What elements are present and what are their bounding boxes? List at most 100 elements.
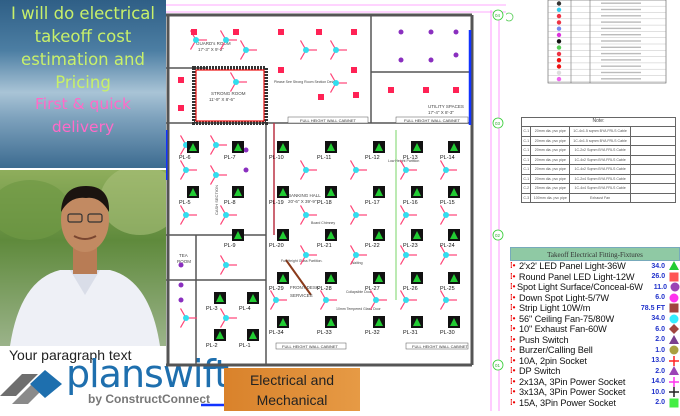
takeoff-item-qty: 26.0 <box>651 273 666 281</box>
ceiling-fan-icon <box>369 290 387 310</box>
plus-symbol-icon <box>668 376 680 387</box>
plan-note: Collapsible Door <box>346 290 373 294</box>
cabinet-label: FULL HEIGHT WALL CABINET <box>300 118 356 123</box>
takeoff-item-name: Strip Light 10W/m <box>519 303 591 314</box>
takeoff-item-name: Push Switch <box>519 334 569 345</box>
cabinet-label: FULL HEIGHT WALL CABINET <box>404 118 460 123</box>
row-marker-icon: ⁞• <box>510 355 516 365</box>
spot-light-icon <box>243 147 249 153</box>
ceiling-fan-icon <box>439 205 457 225</box>
panel-light-marker: PL-8 <box>224 186 244 206</box>
note-cell-empty <box>630 154 676 165</box>
ceiling-fan-icon <box>349 245 367 265</box>
plus-symbol-icon <box>668 387 680 398</box>
ceiling-fan-icon <box>179 308 197 328</box>
planswift-logo-icon <box>0 370 62 404</box>
panel-light-marker: PL-20 <box>269 229 289 249</box>
note-cell: 1C-2x2 Sqmm BYA FRLS Cable <box>569 145 631 156</box>
panel-light-label: PL-34 <box>269 330 284 336</box>
panel-light-label: PL-6 <box>179 155 191 161</box>
round-panel-light-icon <box>278 67 284 73</box>
note-cell: 20mm dia. pvc pipe <box>530 126 571 137</box>
ceiling-fan-icon <box>349 205 367 225</box>
panel-light-label: PL-24 <box>440 243 455 249</box>
ceiling-fan-icon <box>219 308 237 328</box>
spot-light-icon <box>453 29 459 35</box>
seller-photo <box>0 170 166 346</box>
round-panel-light-icon <box>423 87 429 93</box>
headline: I will do electrical takeoff cost estima… <box>0 2 166 94</box>
ceiling-fan-icon <box>299 205 317 225</box>
ceiling-fan-icon <box>439 290 457 310</box>
square-symbol-icon <box>668 272 680 282</box>
spot-light-icon <box>178 262 184 268</box>
note-cell: 1C-4x4 Sqmm BYA FRLS Cable <box>569 183 631 194</box>
legend-symbol-icon <box>556 39 562 44</box>
panel-light-label: PL-7 <box>224 155 236 161</box>
note-cell: 1C-4x2 Sqmm BYA FRLS Cable <box>569 154 631 165</box>
legend-panel <box>504 0 680 411</box>
legend-symbol-icon <box>556 7 562 12</box>
row-marker-icon: ⁞• <box>510 313 516 323</box>
legend-symbol-icon <box>556 20 562 25</box>
note-cell: C-1 <box>520 135 532 146</box>
row-marker-icon: ⁞• <box>510 324 516 334</box>
note-cell-empty <box>630 183 676 194</box>
round-panel-light-icon <box>191 29 197 35</box>
panel-light-label: PL-8 <box>224 200 236 206</box>
ceiling-fan-icon <box>229 72 247 92</box>
badge-line: Electrical and <box>249 372 335 388</box>
panel-light-marker: PL-14 <box>440 141 460 161</box>
takeoff-item-name: 10" Exhaust Fan-60W <box>519 324 607 335</box>
plan-note: 10mm Tempered Glass Door <box>336 307 382 311</box>
panel-light-marker: PL-16 <box>403 186 423 206</box>
panel-light-marker: PL-31 <box>403 316 423 336</box>
panel-light-label: PL-25 <box>440 286 455 292</box>
headline-line: estimation and <box>21 50 145 69</box>
room-label: BANKING HALL <box>288 193 321 198</box>
takeoff-item-qty: 14.0 <box>651 378 665 386</box>
panel-light-marker: PL-10 <box>269 141 289 161</box>
note-cell: C-1 <box>520 164 532 175</box>
panel-light-marker: PL-32 <box>365 316 385 336</box>
legend-symbol-icon <box>556 70 562 76</box>
panel-light-label: PL-27 <box>365 286 380 292</box>
ceiling-fan-icon <box>219 255 237 275</box>
row-marker-icon: ⁞• <box>510 366 516 376</box>
takeoff-item-qty: 2.0 <box>655 336 665 344</box>
room-dim: 11'-9" X 8'-6" <box>209 97 235 102</box>
cabinet-label: FULL HEIGHT WALL CABINET <box>282 344 338 349</box>
takeoff-item-name: Burzer/Calling Bell <box>519 345 593 356</box>
room-dim: 17'-4" X 8'-3" <box>428 110 454 115</box>
note-cell: C-3 <box>520 192 532 203</box>
panel-light-marker: PL-13 <box>403 141 423 161</box>
planswift-wordmark: planswift <box>66 352 229 396</box>
room-dim: 20'-6" X 39'-9" <box>288 199 317 204</box>
grid-marker: 02 <box>492 229 504 241</box>
ceiling-fan-icon <box>399 205 417 225</box>
note-cell: C-2 <box>520 183 532 194</box>
grid-marker-label: 01 <box>495 363 501 368</box>
legend-symbol-icon <box>556 1 562 6</box>
row-marker-icon: ⁞• <box>510 261 516 271</box>
panel-light-label: PL-1 <box>239 343 251 349</box>
panel-light-marker: PL-3 <box>206 292 226 312</box>
note-cell: C-1 <box>520 145 532 156</box>
note-cell: 20mm dia. pvc pipe <box>530 154 571 165</box>
legend-symbol-icon <box>556 64 562 69</box>
